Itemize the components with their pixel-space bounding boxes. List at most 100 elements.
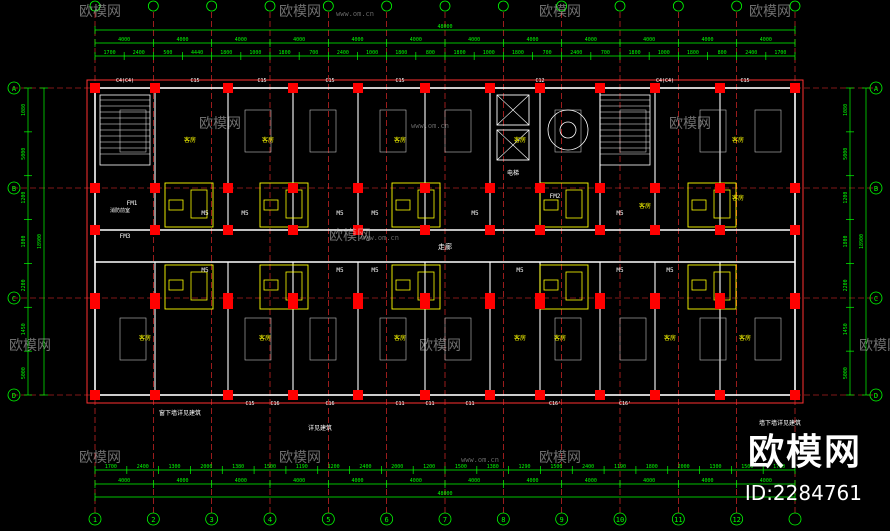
top-detail-dim: 1800 <box>629 50 641 56</box>
top-segment-dim: 4000 <box>235 37 247 43</box>
structural-column <box>535 299 545 309</box>
axis-bubble <box>555 512 569 526</box>
axis-bubble <box>438 512 452 526</box>
structural-column <box>90 225 100 235</box>
bathroom-upper <box>687 182 737 228</box>
structural-column <box>715 83 725 93</box>
axis-bubble <box>789 0 801 12</box>
window-label-top: C15 <box>190 78 199 84</box>
structural-column <box>485 299 495 309</box>
total-dim-label: 48000 <box>437 24 452 30</box>
room-label: 客房 <box>514 136 526 144</box>
room-label: 客房 <box>262 136 274 144</box>
shower-icon <box>565 189 583 219</box>
structural-column <box>420 293 430 303</box>
bed-icon <box>619 317 647 361</box>
axis-bubble <box>614 0 626 12</box>
structural-column <box>650 225 660 235</box>
axis-bubble <box>496 512 510 526</box>
structural-column <box>223 83 233 93</box>
left-dim: 5000 <box>21 148 27 160</box>
top-segment-dim: 4000 <box>526 37 538 43</box>
structural-column <box>535 225 545 235</box>
top-detail-dim: 700 <box>309 50 318 56</box>
axis-label: A <box>874 85 879 93</box>
structural-column <box>650 183 660 193</box>
structural-column <box>420 83 430 93</box>
axis-bubble <box>206 0 218 12</box>
watermark-text: 欧模网 <box>199 116 241 132</box>
bottom-detail-dim: 1500 <box>455 464 467 470</box>
brand-id: ID:2284761 <box>745 481 862 505</box>
door-label: M5 <box>371 267 379 274</box>
bottom-segment-dim: 4000 <box>526 478 538 484</box>
axis-label: D <box>12 392 16 400</box>
top-detail-dim: 4440 <box>191 50 203 56</box>
top-segment-dim: 4000 <box>351 37 363 43</box>
bed-icon <box>754 317 782 361</box>
bottom-segment-dim: 4000 <box>351 478 363 484</box>
bottom-detail-dim: 1200 <box>328 464 340 470</box>
bottom-segment-dim: 4000 <box>118 478 130 484</box>
bed-icon <box>619 109 647 153</box>
top-segment-dim: 4000 <box>585 37 597 43</box>
watermark-layer: 欧模网欧模网欧模网欧模网欧模网欧模网欧模网欧模网欧模网欧模网欧模网欧模网欧模网w… <box>9 4 890 466</box>
bottom-detail-dim: 1290 <box>519 464 531 470</box>
top-detail-dim: 500 <box>163 50 172 56</box>
bottom-detail-dim: 1200 <box>423 464 435 470</box>
bed-icon <box>554 109 582 153</box>
total-dim-label: 48000 <box>437 491 452 497</box>
elevator-shaft <box>496 129 530 161</box>
elevator-cross <box>496 94 530 126</box>
structural-column <box>288 390 298 400</box>
right-dim: 1080 <box>843 104 849 116</box>
structural-column <box>223 183 233 193</box>
watermark-url: www.om.cn <box>361 234 399 242</box>
window-label-bottom: C15 <box>245 401 254 407</box>
right-dim: 2200 <box>843 279 849 291</box>
toilet-icon <box>395 279 411 291</box>
structural-column <box>288 299 298 309</box>
structural-column <box>420 225 430 235</box>
watermark-text: 欧模网 <box>859 338 890 354</box>
axis-bubble <box>672 0 684 12</box>
shower-icon <box>285 189 303 219</box>
structural-column <box>715 293 725 303</box>
watermark-text: 欧模网 <box>79 4 121 20</box>
axis-bubble <box>7 181 21 195</box>
axis-bubble <box>439 0 451 12</box>
bottom-segment-dim: 4000 <box>643 478 655 484</box>
axis-bubble <box>88 512 102 526</box>
axis-label: 4 <box>268 516 272 524</box>
axis-bubble <box>205 512 219 526</box>
axis-label: 9 <box>560 516 564 524</box>
structural-column <box>650 299 660 309</box>
structural-column <box>535 390 545 400</box>
axis-label: 11 <box>674 516 682 524</box>
axis-bubble <box>7 291 21 305</box>
structural-column <box>150 183 160 193</box>
watermark-text: 欧模网 <box>539 4 581 20</box>
core-compass <box>547 109 589 151</box>
room-label: 客房 <box>139 334 151 342</box>
bathroom-lower <box>164 264 214 310</box>
brand-logo: 欧模网 <box>748 423 862 475</box>
structural-column <box>790 293 800 303</box>
axis-label: 5 <box>326 516 330 524</box>
toilet-icon <box>691 199 707 211</box>
structural-column <box>790 183 800 193</box>
annotation-note: 详见建筑 <box>308 424 332 432</box>
bottom-detail-dim: 1500 <box>550 464 562 470</box>
top-segment-dim: 4000 <box>293 37 305 43</box>
window-label-top: C15 <box>395 78 404 84</box>
bottom-detail-dim: 2400 <box>137 464 149 470</box>
axis-label: 10 <box>616 516 624 524</box>
left-dim: 1800 <box>21 235 27 247</box>
axis-bubble <box>322 0 334 12</box>
top-detail-dim: 2400 <box>745 50 757 56</box>
bed-icon <box>554 317 582 361</box>
left-total-dim: 18900 <box>37 234 43 249</box>
window-label-top: C15 <box>325 78 334 84</box>
structural-column <box>223 390 233 400</box>
